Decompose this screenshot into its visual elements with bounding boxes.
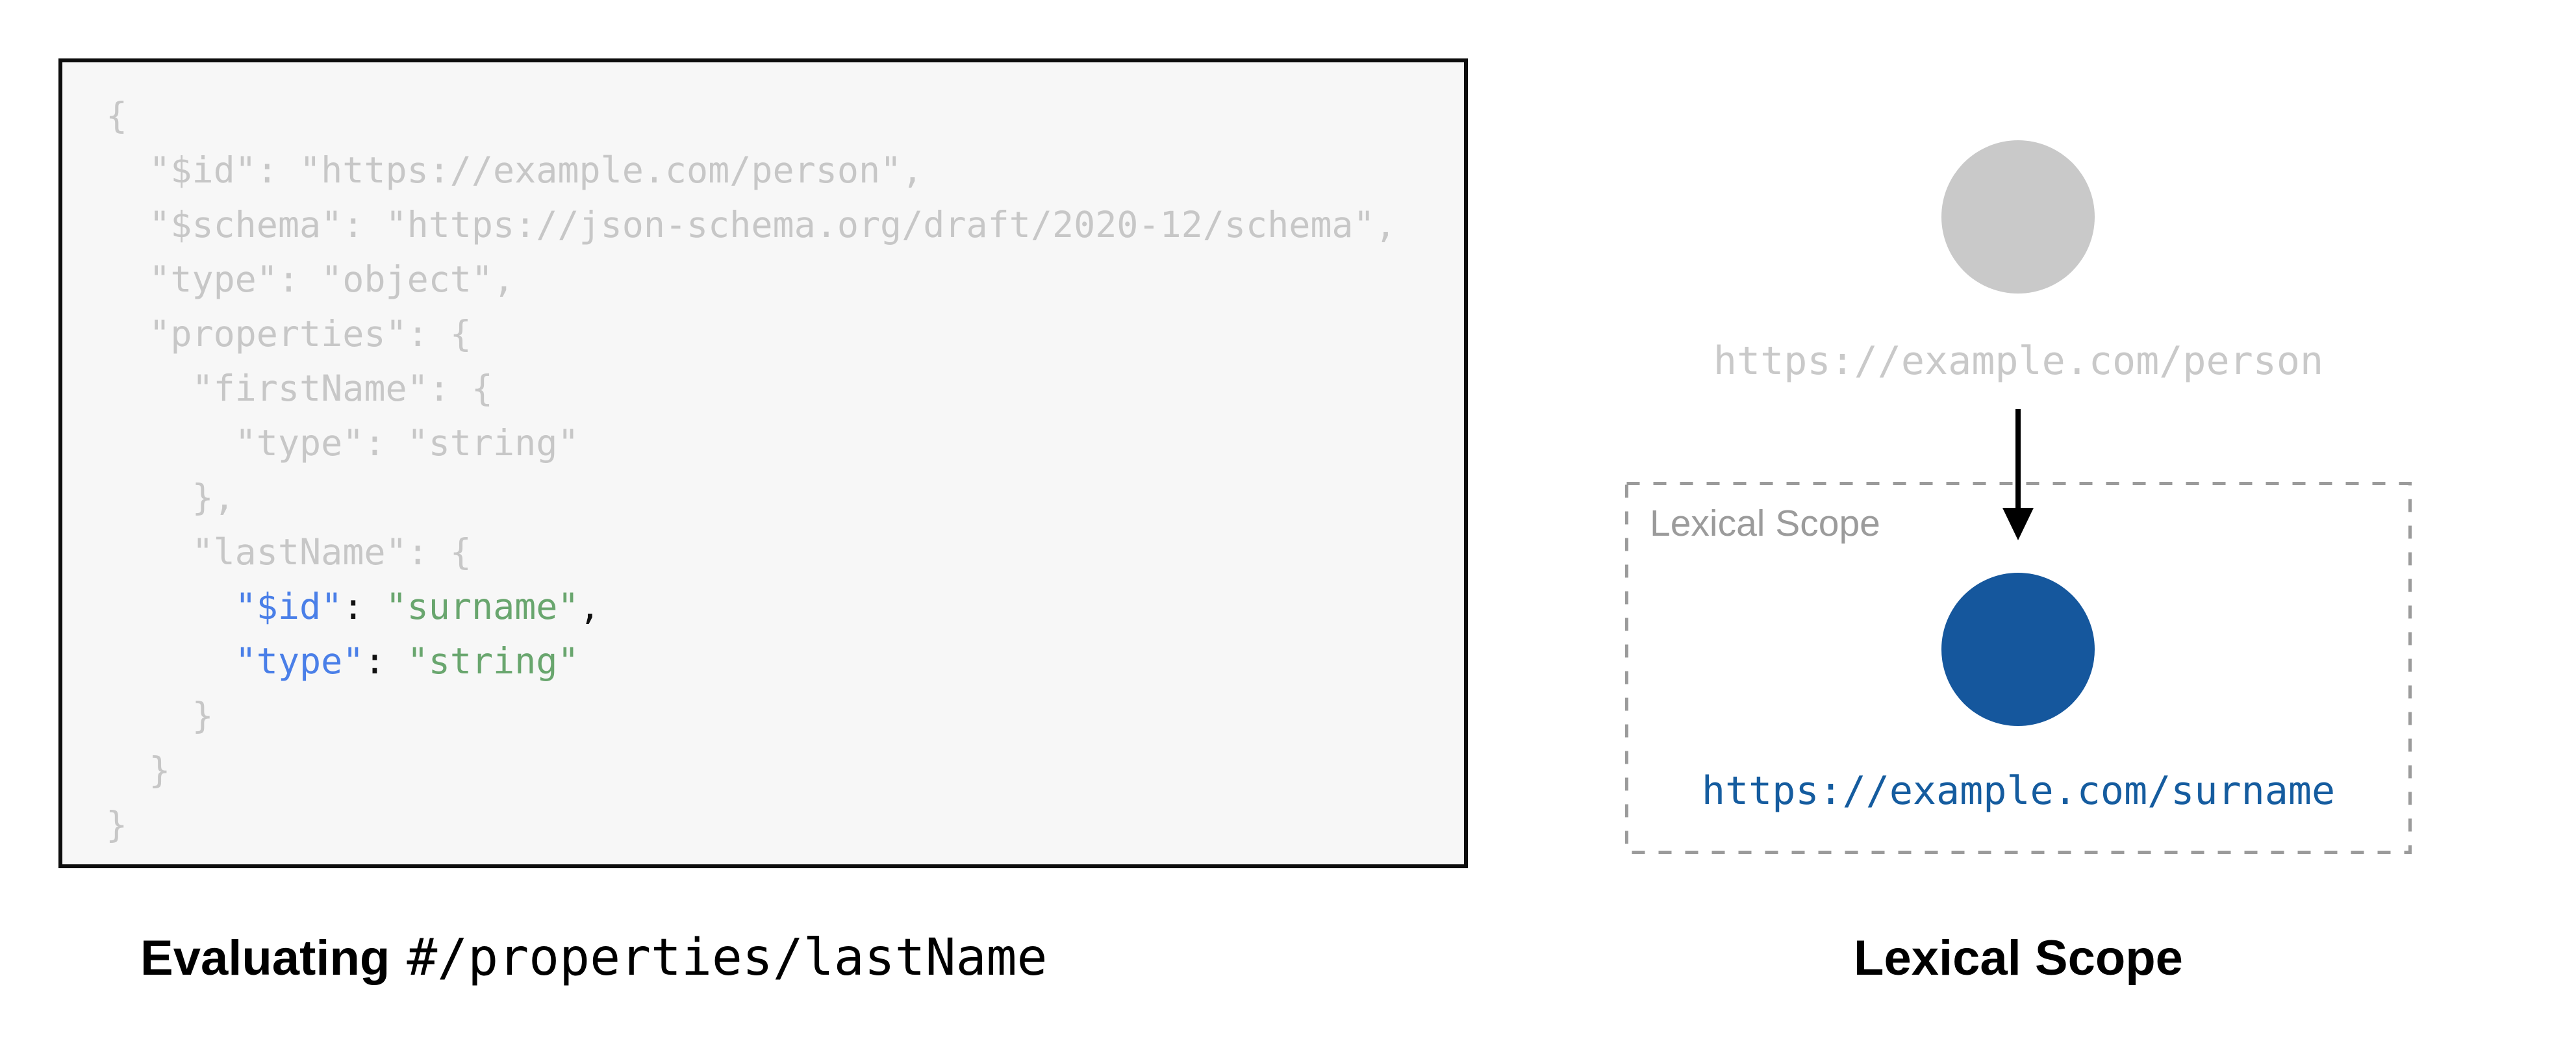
code-token: : <box>342 586 386 627</box>
code-token: "type": "object", <box>106 258 515 300</box>
code-line: }, <box>106 470 1464 525</box>
left-caption-word: Evaluating <box>140 931 390 986</box>
right-caption: Lexical Scope <box>1854 931 2183 986</box>
code-line: "$id": "surname", <box>106 579 1464 634</box>
surname-uri-label: https://example.com/surname <box>1701 768 2336 814</box>
code-line: "lastName": { <box>106 525 1464 579</box>
code-token: "firstName": { <box>106 368 494 409</box>
arrow-down-icon <box>2002 409 2034 540</box>
json-schema-code-panel: { "$id": "https://example.com/person", "… <box>58 58 1468 868</box>
code-token: "lastName": { <box>106 531 472 573</box>
code-token: , <box>579 586 601 627</box>
code-line: } <box>106 797 1464 852</box>
code-token: "$id" <box>234 586 343 627</box>
code-token: "properties": { <box>106 313 472 355</box>
code-line: "firstName": { <box>106 361 1464 416</box>
code-block: { "$id": "https://example.com/person", "… <box>62 62 1464 852</box>
code-line: } <box>106 743 1464 797</box>
code-token: "surname" <box>385 586 579 627</box>
code-token <box>106 640 235 682</box>
code-token: "$schema": "https://json-schema.org/draf… <box>106 204 1396 245</box>
surname-schema-node <box>1941 573 2095 726</box>
code-line: { <box>106 88 1464 143</box>
code-line: "type": "string" <box>106 634 1464 688</box>
left-caption: Evaluating #/properties/lastName <box>140 933 1047 983</box>
lexical-scope-box-label: Lexical Scope <box>1650 503 1880 544</box>
code-token: : <box>364 640 407 682</box>
code-token: "type": "string" <box>106 422 579 464</box>
code-line: "properties": { <box>106 307 1464 361</box>
code-token: "$id": "https://example.com/person", <box>106 149 924 191</box>
code-token: } <box>106 749 171 791</box>
code-token: } <box>106 695 214 736</box>
code-line: "type": "string" <box>106 416 1464 470</box>
code-line: "$schema": "https://json-schema.org/draf… <box>106 197 1464 252</box>
lexical-scope-box <box>1625 482 2412 854</box>
code-token: "string" <box>407 640 579 682</box>
code-token <box>106 586 235 627</box>
code-token: { <box>106 95 128 136</box>
code-line: "$id": "https://example.com/person", <box>106 143 1464 197</box>
code-token: } <box>106 804 128 845</box>
person-schema-node <box>1941 140 2095 294</box>
left-caption-json-pointer: #/properties/lastName <box>407 929 1048 987</box>
code-line: } <box>106 688 1464 743</box>
code-token: "type" <box>234 640 364 682</box>
code-line: "type": "object", <box>106 252 1464 307</box>
code-token: }, <box>106 477 235 518</box>
person-uri-label: https://example.com/person <box>1713 338 2324 384</box>
